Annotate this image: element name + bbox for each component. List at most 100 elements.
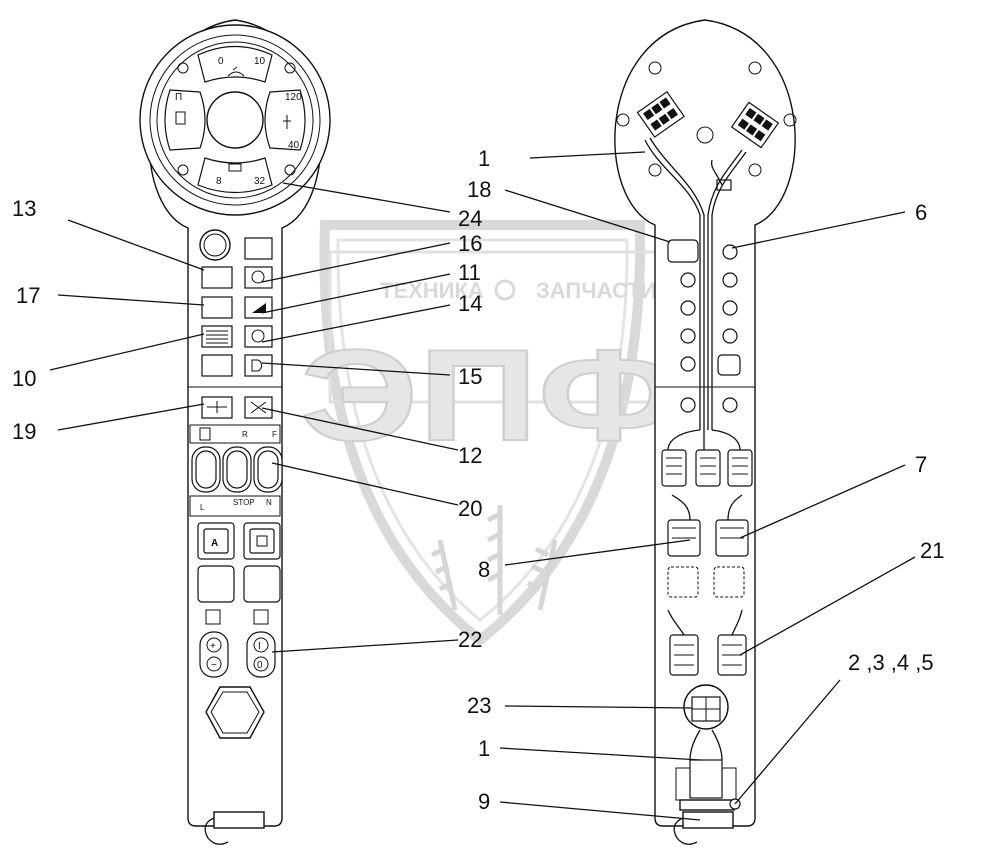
cable-loop: [204, 817, 229, 845]
front-panel: 0 10 П 120 40 8 32: [139, 19, 331, 845]
blank-plug: [201, 354, 233, 377]
callout-15: 15: [458, 364, 482, 389]
wheat-icon: [430, 505, 558, 615]
callout-19: 19: [12, 419, 36, 444]
temp-gauge-max: 120: [285, 92, 302, 103]
optional-connector-2: [713, 566, 745, 598]
leader-lines: [49, 151, 916, 821]
voltage-gauge: 8 32: [197, 157, 273, 194]
stop-label: STOP: [233, 498, 255, 507]
callout-17: 17: [16, 283, 40, 308]
warning-lamp-3: [177, 164, 189, 176]
svg-text:+: +: [210, 641, 216, 652]
svg-text:0: 0: [257, 660, 263, 671]
warning-lamp-4: [284, 164, 296, 176]
svg-text:−: −: [211, 660, 217, 671]
oil-gauge-max: 10: [254, 56, 266, 67]
headlight-icon: [251, 359, 263, 372]
switch-pto[interactable]: [244, 237, 273, 260]
rear-bottom-connector: [682, 811, 734, 829]
parking-brake-icon: [251, 329, 265, 343]
bottom-connector: [213, 811, 265, 829]
rear-panel: [614, 19, 797, 845]
oil-pressure-gauge: 0 10: [197, 46, 273, 83]
coolant-temp-gauge: 120 40: [264, 89, 306, 151]
mode-icon-l: [199, 427, 211, 441]
ramp-icon: [252, 303, 266, 313]
mode-l-label: L: [200, 503, 205, 512]
rear-panel-housing: [614, 19, 796, 827]
callout-labels: 13 17 10 19 1 18 24 16 11 14 15 12 20 8 …: [12, 146, 944, 814]
oil-gauge-min: 0: [218, 56, 224, 67]
work-light-icon: [207, 401, 227, 413]
svg-text:I: I: [258, 641, 261, 652]
heater-icon: [206, 330, 228, 344]
callout-24: 24: [458, 206, 482, 231]
oil-can-icon: [227, 66, 245, 77]
gear-icon: [494, 279, 516, 301]
switch-17[interactable]: [201, 296, 233, 319]
callout-1-top: 1: [478, 146, 490, 171]
callout-22: 22: [458, 627, 482, 652]
callout-16: 16: [458, 231, 482, 256]
callout-21: 21: [920, 538, 944, 563]
switch-16[interactable]: [244, 266, 273, 289]
switch-10[interactable]: [201, 325, 233, 348]
central-hub: [206, 91, 264, 149]
volt-gauge-min: 8: [216, 176, 222, 187]
callout-11: 11: [458, 260, 481, 285]
callout-2-3-4-5: 2 ,3 ,4 ,5: [848, 650, 934, 675]
optional-connector-1: [667, 566, 699, 598]
callout-7: 7: [915, 452, 927, 477]
harness-left-branch: [644, 139, 701, 430]
volt-gauge-max: 32: [254, 176, 266, 187]
battery-icon: [228, 163, 242, 172]
hex-cable-gland: [205, 686, 265, 739]
mode-r-label: R: [242, 430, 248, 439]
callout-18: 18: [467, 177, 491, 202]
callout-6: 6: [915, 200, 927, 225]
callout-1-bottom: 1: [478, 736, 490, 761]
callout-9: 9: [478, 789, 490, 814]
callout-13: 13: [12, 196, 36, 221]
watermark-logo: ЭПФ: [300, 322, 680, 468]
watermark: ТЕХНИКА ЗАПЧАСТИ ЭПФ: [299, 220, 681, 647]
callout-20: 20: [458, 496, 482, 521]
harness-right-branch: [707, 149, 743, 430]
warning-lamp-1: [177, 62, 189, 74]
light-icon: [251, 270, 265, 284]
blank-plug-2: [197, 565, 235, 603]
fan-icon: [250, 401, 267, 414]
fuel-gauge: П: [164, 89, 206, 151]
callout-14: 14: [458, 291, 482, 316]
mode-f-label: F: [272, 430, 277, 439]
switch-connectors: [667, 239, 741, 413]
switch-11[interactable]: [244, 296, 273, 319]
auto-button-label: A: [211, 538, 218, 549]
callout-10: 10: [12, 366, 36, 391]
cable-gland: [689, 759, 723, 799]
temp-gauge-min: 40: [288, 140, 300, 151]
callout-12: 12: [458, 443, 482, 468]
gauge-connector-right: [730, 101, 780, 149]
warning-lamp-2: [284, 62, 296, 74]
connector-row-4: [667, 609, 747, 676]
fuel-pump-icon: [175, 111, 186, 125]
hitch-icon: [205, 609, 221, 625]
switch-14[interactable]: [244, 325, 273, 348]
diff-lock-icon: [253, 609, 269, 625]
gauge-connector-left: [636, 90, 686, 138]
callout-8: 8: [478, 557, 490, 582]
watermark-brand: ТЕХНИКА: [380, 278, 484, 303]
rocker-switch-group-20: [191, 446, 283, 493]
watermark-brand-2: ЗАПЧАСТИ: [536, 278, 657, 303]
thermometer-icon: [283, 115, 291, 129]
callout-23: 23: [467, 693, 491, 718]
connector-row-1: [661, 429, 753, 487]
blank-plug-13: [201, 266, 233, 289]
switch-15[interactable]: [244, 354, 273, 377]
fuel-gauge-label: П: [175, 92, 182, 103]
blank-plug-3: [243, 565, 281, 603]
connector-row-2: [667, 494, 749, 557]
